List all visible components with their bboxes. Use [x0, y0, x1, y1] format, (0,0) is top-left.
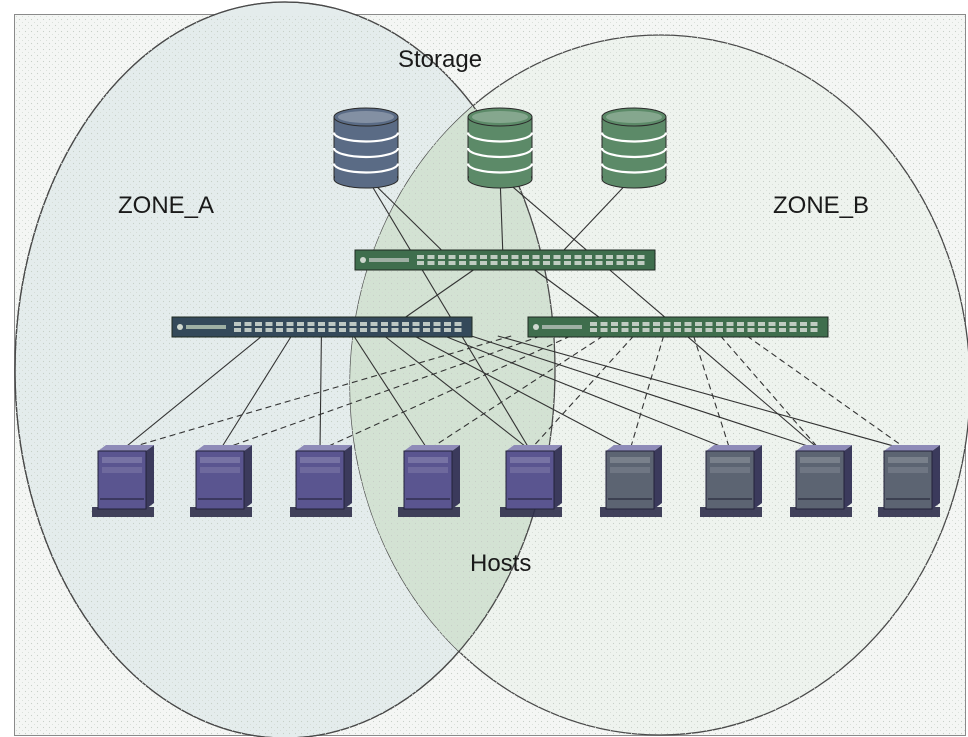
storage-disk-b2-icon — [600, 107, 668, 189]
link-switch-a-host-3 — [319, 335, 322, 451]
link-switch-b-host-1 — [121, 335, 512, 451]
link-disk-a-host-5 — [365, 175, 531, 451]
host-6-server-icon — [600, 445, 662, 517]
hosts-label: Hosts — [470, 550, 532, 577]
link-disk-b2-switch-core — [562, 175, 635, 252]
link-layer — [121, 175, 909, 451]
link-switch-b-host-5 — [529, 335, 635, 451]
zone-a-label: ZONE_A — [118, 192, 215, 219]
link-switch-a-host-2 — [219, 335, 292, 451]
zone-b-label: ZONE_B — [773, 192, 870, 219]
link-switch-b-host-3 — [319, 335, 571, 451]
link-switch-a-host-7 — [444, 335, 731, 451]
link-switch-a-host-4 — [353, 335, 429, 451]
link-disk-b1-host-8 — [499, 175, 821, 451]
node-layer — [92, 107, 940, 517]
host-1-server-icon — [92, 445, 154, 517]
link-switch-b-host-9 — [746, 335, 909, 451]
link-switch-a-host-1 — [121, 335, 263, 451]
link-switch-b-host-4 — [427, 335, 604, 451]
host-4-server-icon — [398, 445, 460, 517]
link-switch-b-host-2 — [219, 335, 541, 451]
switch-b-icon — [527, 316, 829, 338]
host-3-server-icon — [290, 445, 352, 517]
link-switch-core-switch-b — [533, 268, 601, 319]
storage-disk-b1-icon — [466, 107, 534, 189]
switch-core-icon — [354, 249, 656, 271]
link-switch-a-host-6 — [414, 335, 631, 451]
link-switch-b-host-8 — [720, 335, 821, 451]
host-9-server-icon — [878, 445, 940, 517]
host-7-server-icon — [700, 445, 762, 517]
host-8-server-icon — [790, 445, 852, 517]
link-disk-a-switch-core — [365, 175, 443, 252]
link-switch-core-switch-a — [404, 268, 476, 319]
link-switch-a-host-5 — [384, 335, 531, 451]
link-disk-b1-switch-core — [499, 175, 504, 252]
host-2-server-icon — [190, 445, 252, 517]
host-5-server-icon — [500, 445, 562, 517]
switch-a-icon — [171, 316, 473, 338]
storage-label: Storage — [398, 46, 483, 73]
storage-disk-a-icon — [332, 107, 400, 189]
link-switch-a-host-9 — [497, 335, 909, 451]
